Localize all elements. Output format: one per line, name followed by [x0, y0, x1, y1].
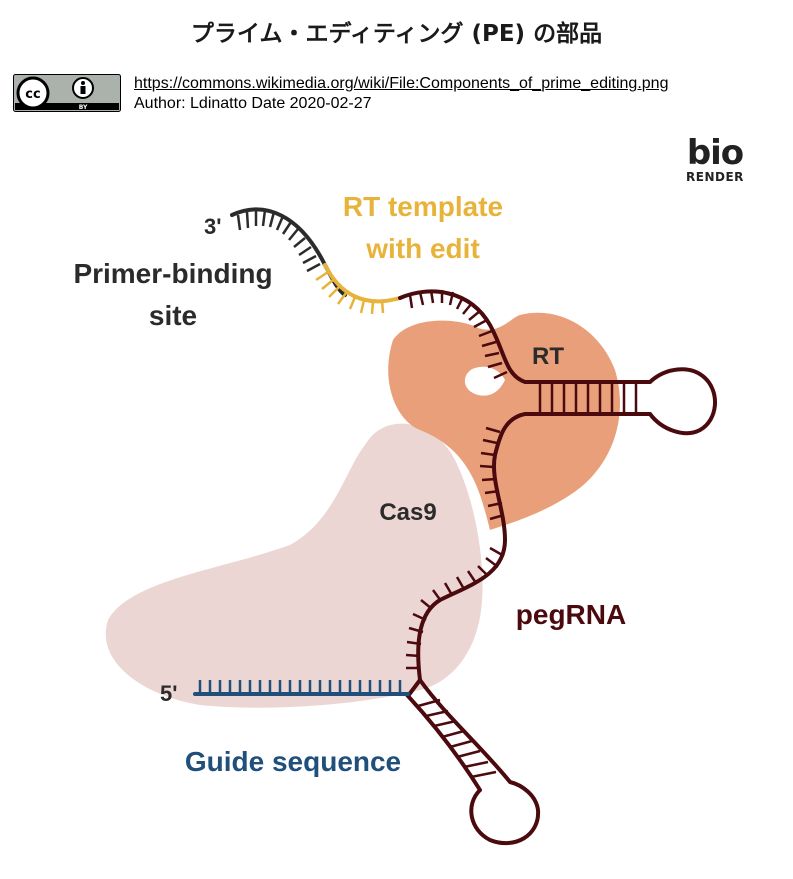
source-link[interactable]: https://commons.wikimedia.org/wiki/File:…: [134, 75, 669, 92]
logo-word: bio: [686, 133, 744, 173]
label-guide-sequence: Guide sequence: [185, 746, 401, 777]
label-three-prime: 3': [204, 214, 221, 239]
logo-sub: RENDER: [686, 170, 744, 184]
page-title: プライム・エディティング (PE) の部品: [190, 21, 603, 47]
label-primer-binding-line2: site: [149, 300, 197, 331]
label-primer-binding-line1: Primer-binding: [73, 258, 272, 289]
attribution: https://commons.wikimedia.org/wiki/File:…: [134, 74, 668, 114]
author-line: Author: Ldinatto Date 2020-02-27: [134, 95, 372, 112]
biorender-logo: bio RENDER: [683, 133, 747, 184]
pegrna-strand: [398, 289, 718, 846]
label-cas9: Cas9: [379, 499, 436, 526]
cas9-protein: [105, 423, 483, 708]
label-rt-template-line2: with edit: [365, 233, 480, 264]
svg-text:BY: BY: [79, 104, 88, 111]
rt-template-strand: [315, 263, 402, 315]
label-rt-template-line1: RT template: [343, 191, 503, 222]
svg-text:cc: cc: [25, 87, 40, 102]
rt-protein: [388, 312, 620, 530]
label-five-prime: 5': [160, 681, 177, 706]
label-pegrna: pegRNA: [516, 599, 626, 630]
cc-by-license-icon[interactable]: cc BY: [13, 74, 121, 112]
guide-sequence-strand: [193, 680, 410, 696]
label-rt: RT: [532, 343, 564, 370]
rt-protein-notch: [464, 366, 505, 396]
